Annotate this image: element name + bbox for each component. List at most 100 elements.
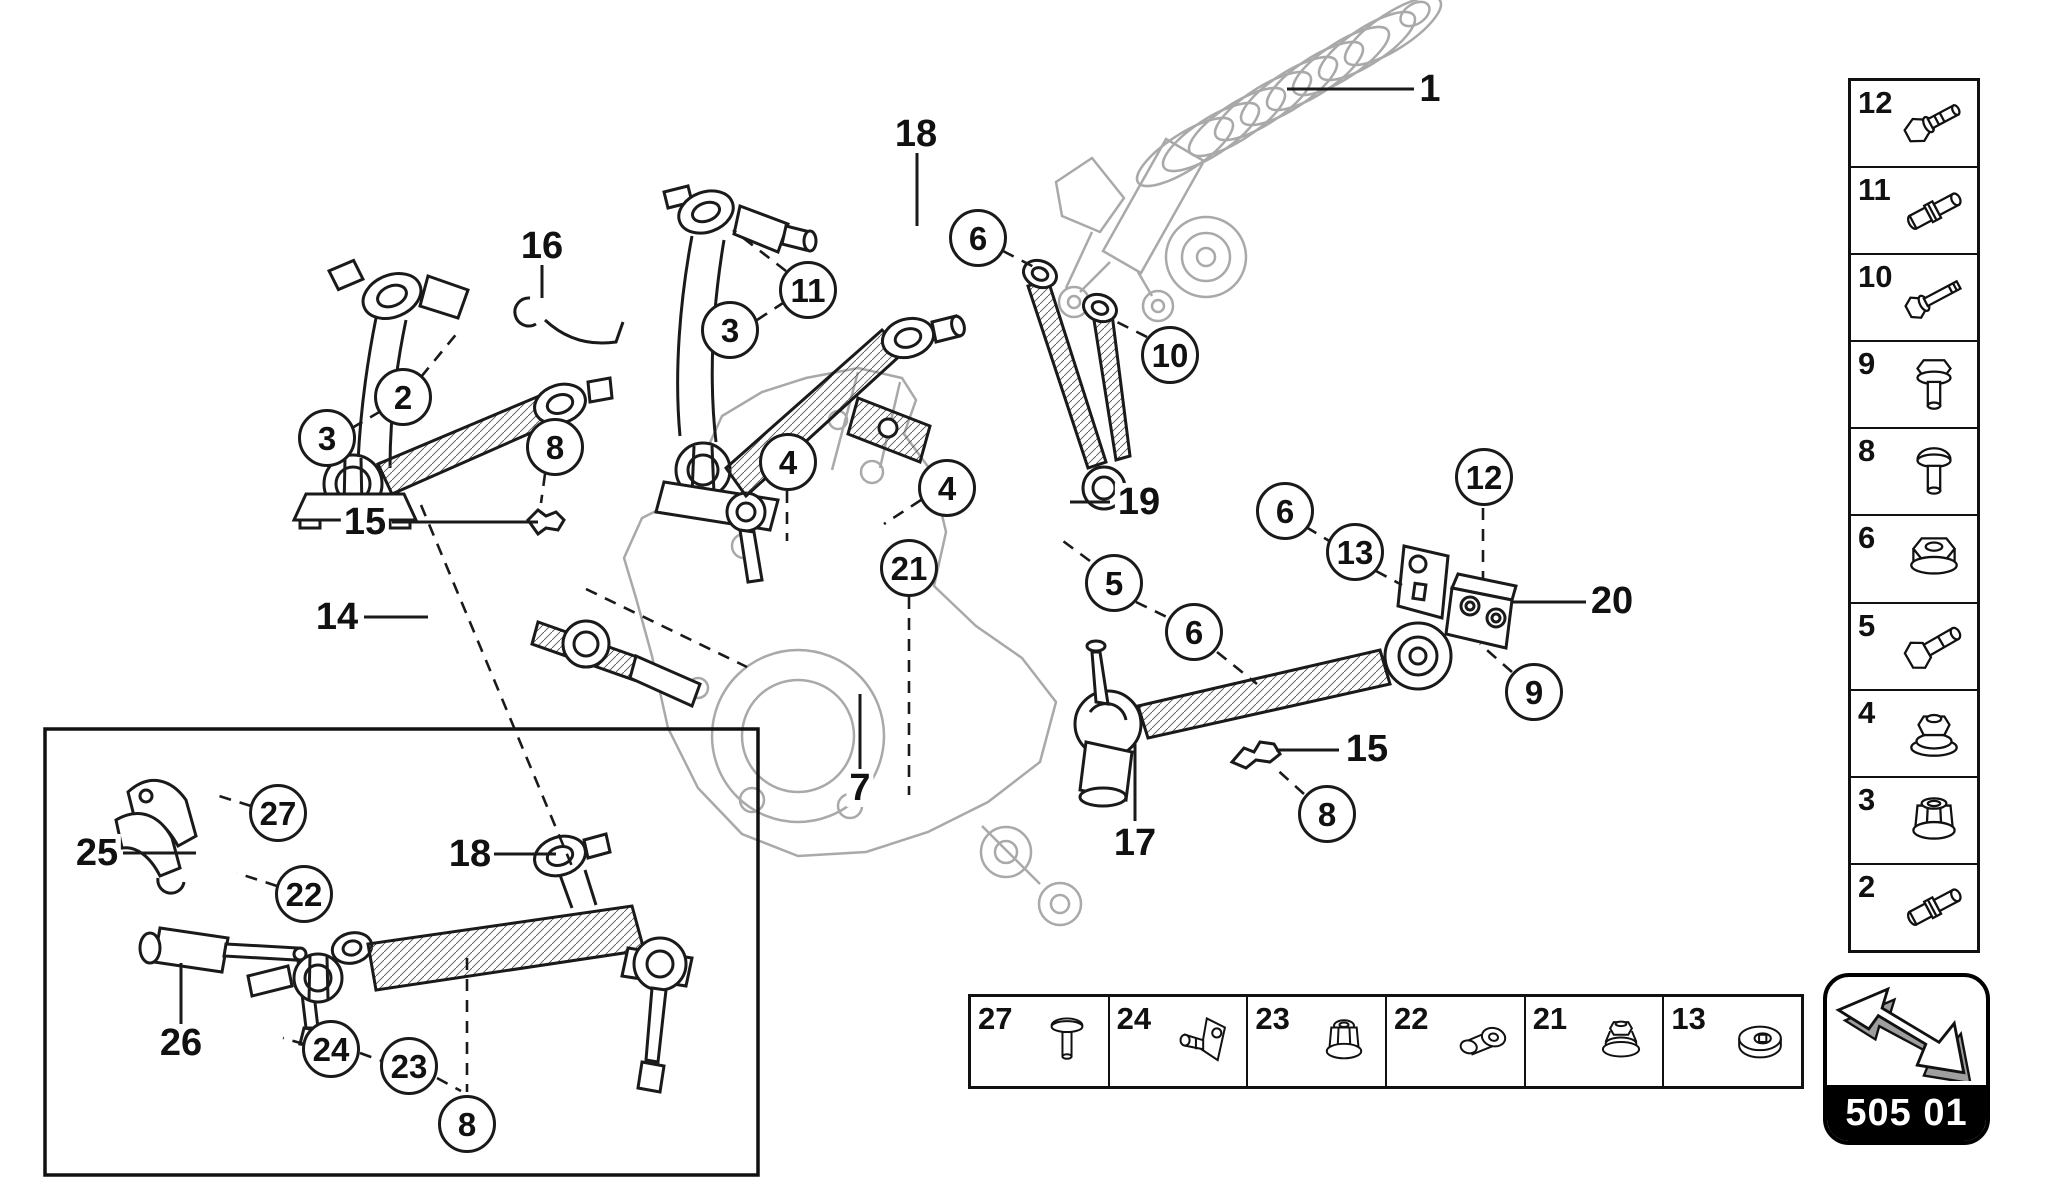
callout-2[interactable]: 2 [374, 368, 432, 426]
washer-disc-icon [1738, 1025, 1782, 1058]
callout-3-left[interactable]: 3 [298, 409, 356, 467]
page-code: 505 01 [1827, 1085, 1986, 1141]
hex-bolt-short-icon [1901, 618, 1967, 675]
cap-nut-icon [1325, 1018, 1363, 1059]
part-number: 2 [1858, 868, 1876, 904]
label-15-left[interactable]: 15 [340, 503, 390, 541]
callout-3-mid[interactable]: 3 [701, 301, 759, 359]
callout-6-right[interactable]: 6 [1256, 482, 1314, 540]
callout-5[interactable]: 5 [1085, 554, 1143, 612]
callout-6-top[interactable]: 6 [949, 209, 1007, 267]
long-bolt-icon [1902, 273, 1966, 323]
label-25[interactable]: 25 [72, 834, 122, 872]
callout-4-right[interactable]: 4 [918, 459, 976, 517]
part-number: 3 [1858, 781, 1876, 817]
mount-brackets [1396, 544, 1518, 650]
part-number: 23 [1255, 1001, 1290, 1036]
label-19[interactable]: 19 [1114, 483, 1164, 521]
part-number: 22 [1394, 1001, 1429, 1036]
sidebar-item-4[interactable]: 4 [1851, 688, 1977, 776]
part-number: 12 [1858, 85, 1893, 120]
sidebar-item-12[interactable]: 12 [1851, 81, 1977, 166]
arrow-up-left-3d-icon [1827, 977, 1986, 1085]
part-number: 10 [1858, 259, 1893, 295]
part-number: 13 [1671, 1001, 1706, 1036]
label-18-inset[interactable]: 18 [445, 835, 495, 873]
callout-10[interactable]: 10 [1141, 326, 1199, 384]
stepped-pin-icon [1903, 187, 1965, 234]
callout-8-inset[interactable]: 8 [438, 1095, 496, 1153]
callout-22[interactable]: 22 [275, 865, 333, 923]
callout-11[interactable]: 11 [779, 261, 837, 319]
part-number: 24 [1116, 1001, 1152, 1036]
label-17[interactable]: 17 [1110, 824, 1160, 862]
clip-15-left [526, 508, 566, 537]
serrated-nut-icon [1602, 1020, 1641, 1057]
sidebar-item-9[interactable]: 9 [1851, 340, 1977, 427]
label-18-top[interactable]: 18 [891, 115, 941, 153]
lock-nut-icon [1912, 797, 1956, 840]
part-number: 4 [1858, 694, 1876, 730]
label-15-right[interactable]: 15 [1342, 730, 1392, 768]
upper-control-arm-left [291, 258, 625, 537]
callout-23[interactable]: 23 [380, 1037, 438, 1095]
label-7[interactable]: 7 [846, 769, 874, 807]
callout-24[interactable]: 24 [302, 1020, 360, 1078]
strip-item-22[interactable]: 22 [1385, 997, 1524, 1086]
part-number: 6 [1858, 520, 1876, 556]
toe-link-arm [1073, 621, 1453, 808]
round-screw-icon [1916, 447, 1952, 495]
flat-screw-icon [1050, 1016, 1084, 1060]
height-sensor [152, 926, 230, 974]
strip-item-27[interactable]: 27 [971, 997, 1108, 1086]
callout-4-left[interactable]: 4 [759, 433, 817, 491]
part-number: 27 [978, 1001, 1013, 1036]
sidebar-item-6[interactable]: 6 [1851, 514, 1977, 601]
part-number: 11 [1858, 172, 1891, 208]
flange-nut-icon [1910, 537, 1958, 575]
strip-item-24[interactable]: 24 [1107, 997, 1247, 1086]
label-16[interactable]: 16 [517, 227, 567, 265]
sidebar-item-11[interactable]: 11 [1851, 166, 1977, 253]
sidebar-item-3[interactable]: 3 [1851, 775, 1977, 863]
bracket-bolt-icon [1179, 1016, 1227, 1061]
callout-13[interactable]: 13 [1326, 523, 1384, 581]
inset-box [43, 727, 760, 1177]
part-number: 8 [1858, 433, 1876, 469]
strip-item-13[interactable]: 13 [1662, 997, 1801, 1086]
stepped-pin-icon [1903, 884, 1965, 930]
callout-21[interactable]: 21 [880, 539, 938, 597]
label-14[interactable]: 14 [312, 598, 362, 636]
flange-bolt-icon [1916, 358, 1952, 410]
callout-6-mid[interactable]: 6 [1165, 603, 1223, 661]
shock-absorber-spring [1054, 0, 1443, 323]
fastener-sidebar: 12 11 10 9 8 6 5 4 3 2 [1848, 78, 1980, 953]
sidebar-item-8[interactable]: 8 [1851, 427, 1977, 514]
washer-nut-icon [1910, 714, 1958, 758]
callout-9[interactable]: 9 [1505, 663, 1563, 721]
strip-item-23[interactable]: 23 [1246, 997, 1385, 1086]
strip-item-21[interactable]: 21 [1523, 997, 1663, 1086]
sidebar-item-10[interactable]: 10 [1851, 253, 1977, 340]
bracket-25 [114, 812, 182, 878]
label-1[interactable]: 1 [1416, 70, 1444, 108]
callout-8-right[interactable]: 8 [1298, 785, 1356, 843]
clip-16 [513, 296, 537, 328]
label-26[interactable]: 26 [156, 1024, 206, 1062]
callout-12[interactable]: 12 [1455, 448, 1513, 506]
upper-control-arm-center [654, 184, 966, 584]
sidebar-item-2[interactable]: 2 [1851, 862, 1977, 950]
part-number: 5 [1858, 607, 1876, 643]
clip-15-right [1229, 740, 1282, 770]
part-number: 21 [1532, 1001, 1568, 1036]
grommet-icon [1457, 1019, 1508, 1062]
callout-8-left[interactable]: 8 [526, 418, 584, 476]
page-badge[interactable]: 505 01 [1823, 973, 1990, 1145]
callout-27[interactable]: 27 [249, 784, 307, 842]
part-number: 9 [1858, 346, 1876, 382]
sidebar-item-5[interactable]: 5 [1851, 601, 1977, 689]
lower-arm-fragment [530, 396, 932, 709]
hex-bolt-icon [1901, 96, 1966, 148]
label-20[interactable]: 20 [1587, 582, 1637, 620]
